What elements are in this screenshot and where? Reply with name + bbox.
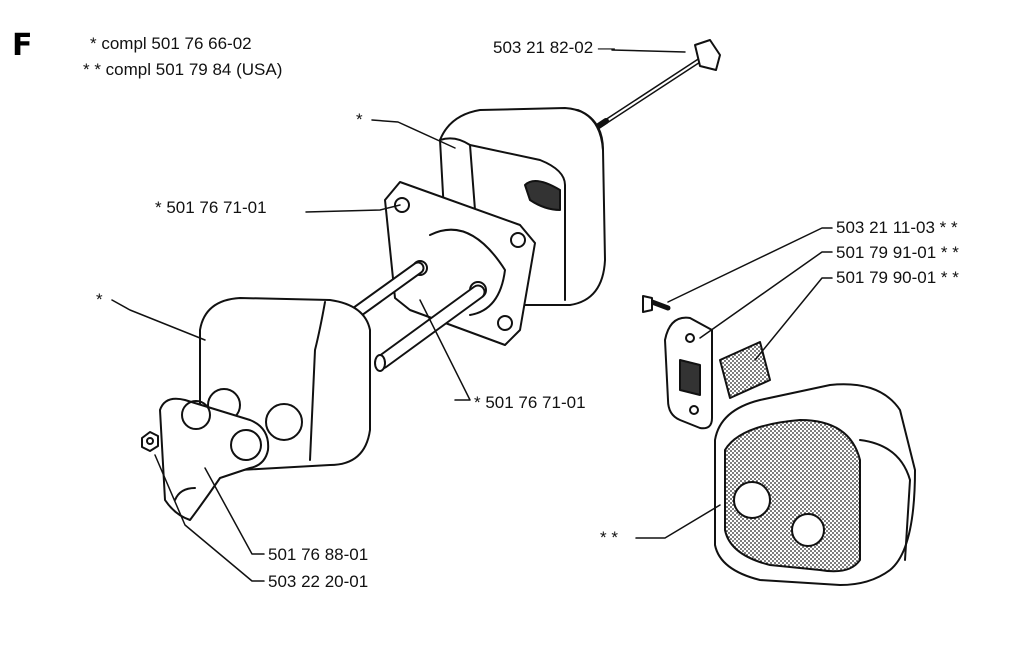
label-muffler-usa: * * — [600, 528, 618, 547]
label-muffler-front: * — [96, 290, 103, 309]
section-letter: F — [12, 28, 33, 63]
label-muffler-rear: * — [356, 110, 363, 129]
legend-line-1: * compl 501 76 66-02 — [90, 34, 252, 53]
nut — [141, 431, 159, 452]
usa-muffler — [714, 383, 916, 586]
small-screw — [642, 295, 671, 313]
label-nut: 503 22 20-01 — [268, 572, 369, 591]
flange-plate — [159, 397, 270, 521]
label-screw-usa: 503 21 11-03 * * — [836, 218, 958, 237]
cover-plate — [664, 316, 713, 430]
label-plate-usa: 501 79 91-01 * * — [836, 243, 959, 262]
label-plate: 501 76 88-01 — [268, 545, 369, 564]
long-bolt — [590, 39, 721, 133]
label-gasket: * 501 76 71-01 — [155, 198, 267, 217]
label-tube: * 501 76 71-01 — [474, 393, 586, 412]
label-bolt-long: 503 21 82-02 — — [493, 38, 615, 57]
legend-line-2: * * compl 501 79 84 (USA) — [83, 60, 283, 79]
label-gasket-usa: 501 79 90-01 * * — [836, 268, 959, 287]
leader-lines — [111, 49, 833, 582]
